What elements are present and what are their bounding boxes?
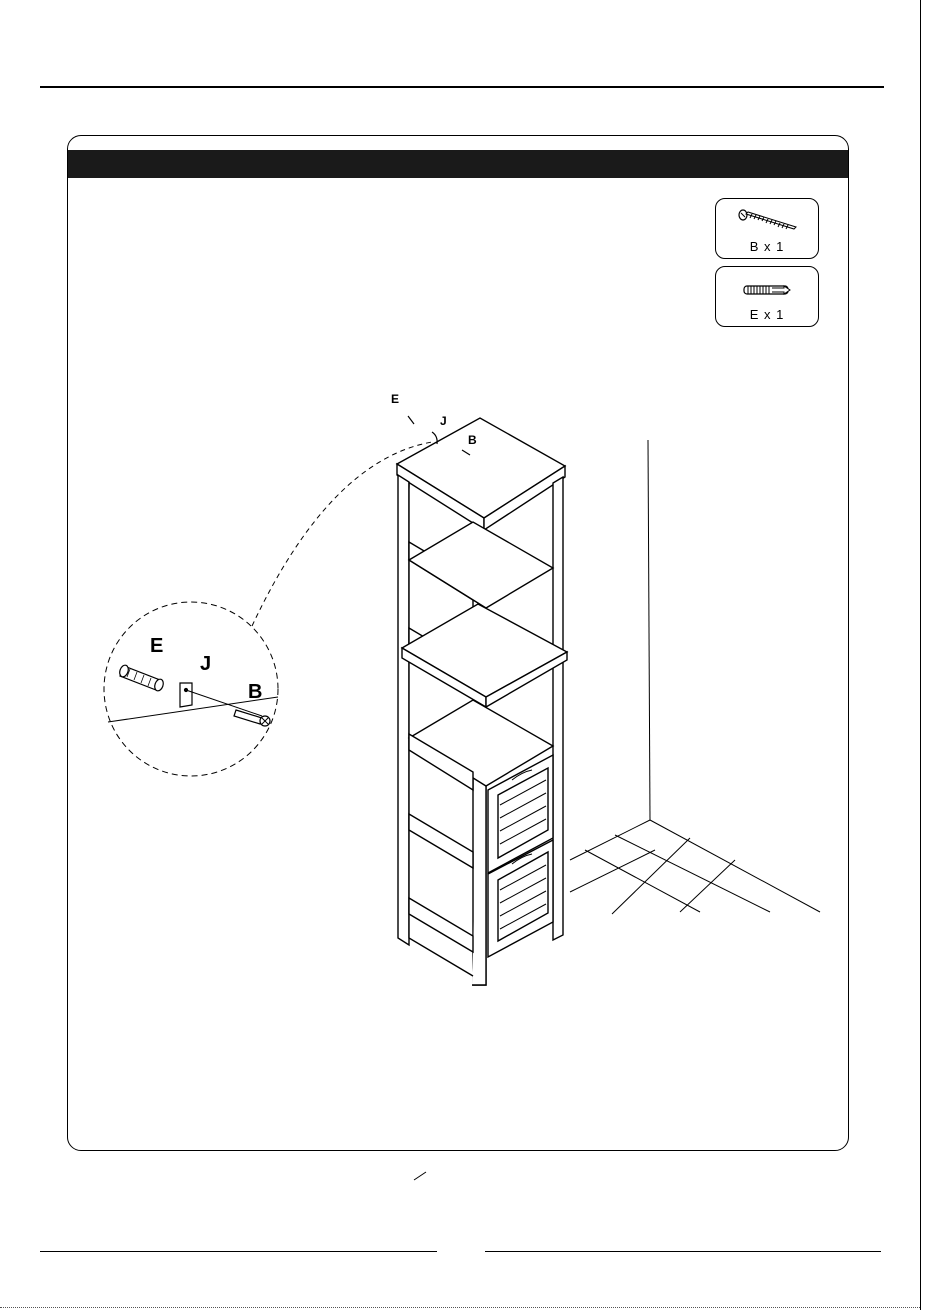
page-edge-right [920, 0, 921, 1310]
bracket-detail [180, 683, 192, 707]
footer-mark [414, 1172, 426, 1180]
assembly-illustration: E J B E J B [0, 0, 931, 1200]
bottom-rule-right [485, 1251, 881, 1252]
callout-label-screw: B [468, 433, 477, 447]
detail-label-bracket: J [200, 653, 211, 675]
wall-corner [570, 440, 820, 914]
bottom-rule-left [40, 1251, 437, 1252]
page-edge-bottom [0, 1307, 920, 1308]
callout-label-anchor: E [391, 392, 399, 406]
detail-label-anchor: E [150, 635, 163, 657]
callout-label-bracket: J [440, 414, 447, 428]
linen-tower [397, 418, 567, 985]
detail-label-screw: B [248, 681, 262, 703]
